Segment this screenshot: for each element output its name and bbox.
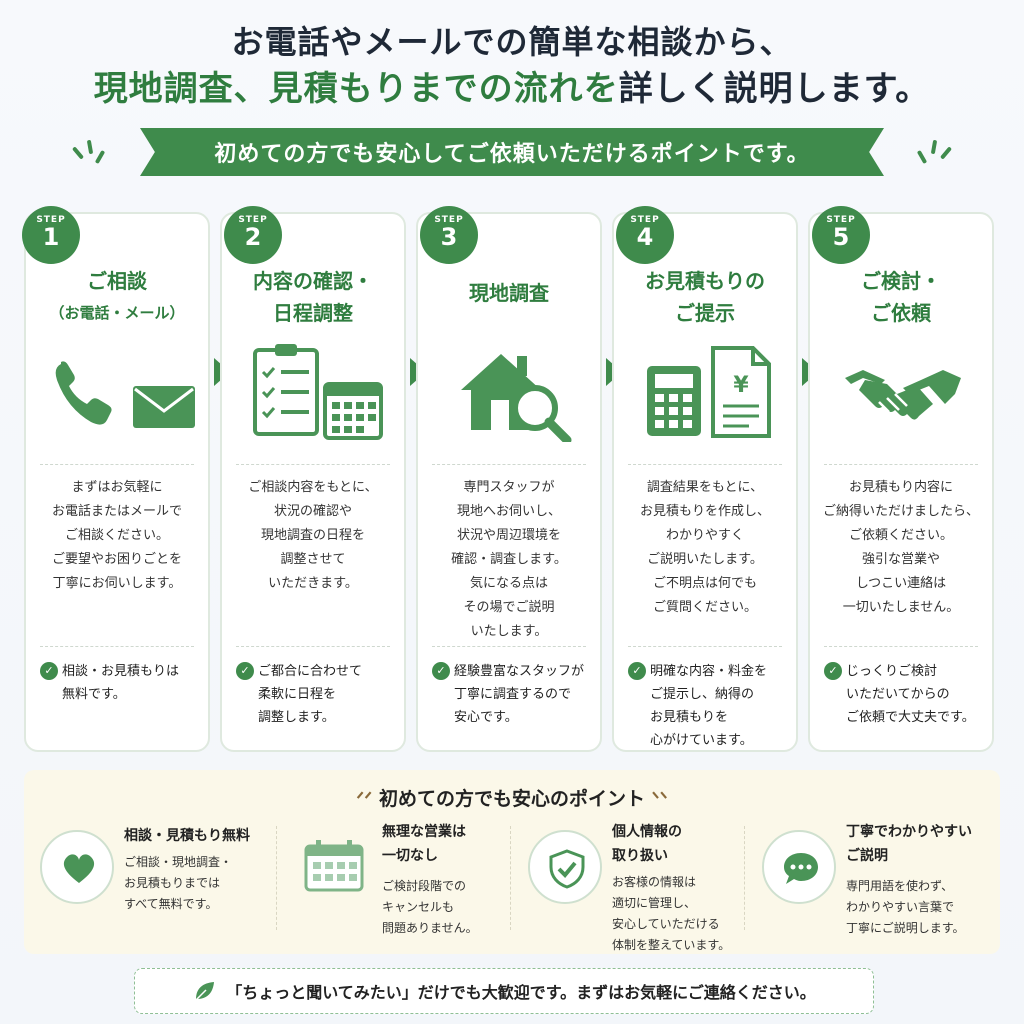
footer-message-box: 「ちょっと聞いてみたい」だけでも大歓迎です。まずはお気軽にご連絡ください。 — [134, 968, 874, 1014]
step-note: ✓ 相談・お見積もりは無料です。 — [40, 660, 200, 706]
leaf-icon — [195, 982, 215, 1001]
step-title: お見積もりの — [645, 269, 765, 293]
point-title: 相談・見積もり無料 — [124, 828, 250, 844]
chat-bubble-icon — [762, 830, 836, 904]
divider — [744, 826, 745, 930]
check-icon: ✓ — [824, 662, 842, 680]
point-description: ご検討段階でのキャンセルも問題ありません。 — [382, 879, 478, 935]
divider — [236, 646, 390, 647]
step-note: ✓ ご都合に合わせて柔軟に日程を調整します。 — [236, 660, 396, 729]
divider — [432, 646, 586, 647]
section-heading: ᐟᐟ 初めての方でも安心のポイント ᐠᐠ — [356, 788, 668, 810]
title-line-2: 現地調査、見積もりまでの流れを詳しく説明します。 — [0, 64, 1024, 114]
step-title: ご相談 — [87, 269, 147, 293]
reassurance-section: ᐟᐟ 初めての方でも安心のポイント ᐠᐠ 相談・見積もり無料 ご相談・現地調査・… — [24, 770, 1000, 954]
footer-message: 「ちょっと聞いてみたい」だけでも大歓迎です。まずはお気軽にご連絡ください。 — [226, 983, 816, 1002]
phone-mail-icon — [39, 342, 199, 442]
house-magnifier-icon — [431, 342, 591, 445]
step-title: 現地調査 — [469, 281, 549, 305]
checklist-calendar-icon — [235, 342, 395, 442]
point-item: 個人情報の取り扱い お客様の情報は適切に管理し、安心していただける体制を整えてい… — [512, 822, 748, 952]
check-icon: ✓ — [628, 662, 646, 680]
divider — [628, 464, 782, 465]
shield-check-icon — [528, 830, 602, 904]
step-card-5: ご検討・ ご依頼 お見積もり内容にご納得いただけましたら、ご依頼ください。強引な… — [808, 212, 994, 752]
divider — [628, 646, 782, 647]
divider — [824, 646, 978, 647]
point-description: ご相談・現地調査・お見積もりまではすべて無料です。 — [124, 855, 233, 911]
point-title: 無理な営業は一切なし — [382, 824, 466, 864]
calendar-icon — [298, 830, 372, 904]
steps-section: ご相談 （お電話・メール） まずはお気軽にお電話またはメールでご相談ください。ご… — [22, 206, 1002, 752]
point-description: 専門用語を使わず、わかりやすい言葉で丁寧にご説明します。 — [846, 879, 965, 935]
sparkle-left-icon — [71, 139, 112, 170]
divider — [40, 646, 194, 647]
check-icon: ✓ — [40, 662, 58, 680]
title-line-1: お電話やメールでの簡単な相談から、 — [231, 23, 793, 61]
step-card-4: お見積もりの ご提示 ¥ 調査結果をもとに、お見積もりを作成し、わかりやすくご説… — [612, 212, 798, 752]
step-card-1: ご相談 （お電話・メール） まずはお気軽にお電話またはメールでご相談ください。ご… — [24, 212, 210, 752]
check-icon: ✓ — [236, 662, 254, 680]
divider — [236, 464, 390, 465]
sparkle-icon: ᐠᐠ — [651, 788, 668, 810]
divider — [40, 464, 194, 465]
heart-icon — [40, 830, 114, 904]
point-item: 丁寧でわかりやすいご説明 専門用語を使わず、わかりやすい言葉で丁寧にご説明します… — [746, 822, 982, 946]
step-description: 調査結果をもとに、お見積もりを作成し、わかりやすくご説明いたします。ご不明点は何… — [639, 480, 770, 615]
svg-text:¥: ¥ — [733, 373, 749, 398]
step-title: 内容の確認・ — [253, 269, 373, 293]
sparkle-right-icon — [916, 139, 956, 170]
step-card-3: 現地調査 専門スタッフが現地へお伺いし、状況や周辺環境を確認・調査します。気にな… — [416, 212, 602, 752]
sparkle-icon: ᐟᐟ — [356, 788, 373, 810]
check-icon: ✓ — [432, 662, 450, 680]
title-particle: を — [583, 69, 619, 109]
step-title: ご検討・ — [861, 269, 941, 293]
step-description: まずはお気軽にお電話またはメールでご相談ください。ご要望やお困りごとを丁寧にお伺… — [51, 480, 182, 591]
point-description: お客様の情報は適切に管理し、安心していただける体制を整えています。 — [612, 875, 731, 952]
divider — [510, 826, 511, 930]
subtitle-ribbon: 初めての方でも安心してご依頼いただけるポイントです。 — [140, 128, 884, 176]
point-item: 相談・見積もり無料 ご相談・現地調査・お見積もりまではすべて無料です。 — [24, 822, 260, 946]
step-subtitle: （お電話・メール） — [49, 304, 185, 322]
step-description: お見積もり内容にご納得いただけましたら、ご依頼ください。強引な営業やしつこい連絡… — [822, 480, 979, 615]
step-subtitle: ご提示 — [675, 301, 735, 325]
calculator-document-icon: ¥ — [627, 342, 787, 442]
title-rest: 詳しく説明します。 — [618, 69, 931, 109]
divider — [824, 464, 978, 465]
handshake-icon — [823, 342, 983, 442]
page-title: お電話やメールでの簡単な相談から、 現地調査、見積もりまでの流れを詳しく説明しま… — [0, 20, 1024, 114]
step-subtitle: 日程調整 — [273, 301, 353, 325]
divider — [432, 464, 586, 465]
step-description: 専門スタッフが現地へお伺いし、状況や周辺環境を確認・調査します。気になる点はその… — [451, 480, 567, 639]
point-item: 無理な営業は一切なし ご検討段階でのキャンセルも問題ありません。 — [282, 822, 518, 946]
divider — [276, 826, 277, 930]
step-note: ✓ 明確な内容・料金をご提示し、納得のお見積もりを心がけています。 — [628, 660, 788, 752]
step-card-2: 内容の確認・ 日程調整 ご相談内容をもとに、状況の確認や現地調査の日程を調整させ… — [220, 212, 406, 752]
point-title: 個人情報の取り扱い — [612, 824, 682, 864]
step-note: ✓ 経験豊富なスタッフが丁寧に調査するので安心です。 — [432, 660, 592, 729]
step-subtitle: ご依頼 — [871, 301, 931, 325]
point-title: 丁寧でわかりやすいご説明 — [846, 824, 972, 864]
step-description: ご相談内容をもとに、状況の確認や現地調査の日程を調整させていただきます。 — [248, 480, 378, 591]
step-note: ✓ じっくりご検討いただいてからのご依頼で大丈夫です。 — [824, 660, 984, 729]
title-highlight: 現地調査、見積もりまでの流れ — [93, 69, 584, 109]
